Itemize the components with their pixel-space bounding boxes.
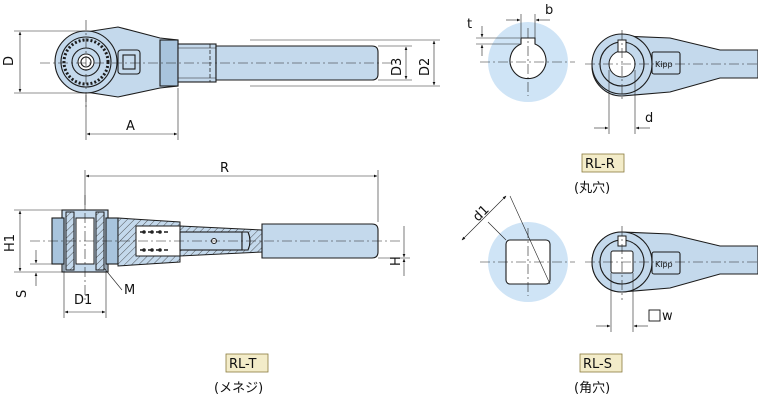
dim-R: R	[220, 161, 229, 176]
brand-label-rls: Kipp	[655, 260, 673, 269]
variant-rl-s-desc: (角穴)	[574, 381, 610, 396]
dim-D3: D3	[390, 58, 405, 76]
variant-rl-t-desc: (メネジ)	[214, 381, 263, 396]
variant-rl-r-desc: (丸穴)	[574, 181, 610, 196]
dim-D: D	[2, 56, 17, 66]
dim-d: d	[645, 111, 653, 126]
dim-H1: H1	[3, 234, 18, 252]
dim-t: t	[467, 17, 472, 32]
dim-d1: d1	[470, 203, 492, 225]
dim-M: M	[124, 283, 135, 298]
dim-D2: D2	[418, 58, 433, 76]
dim-S: S	[15, 290, 30, 298]
dim-A: A	[126, 119, 135, 134]
brand-label-rlr: Kipp	[655, 60, 673, 69]
variant-rl-t-code: RL-T	[229, 357, 257, 372]
plan-view: D A D3 D2	[2, 20, 440, 140]
dim-b: b	[545, 3, 553, 18]
dim-H: H	[389, 256, 404, 266]
rl-r-view: b t Kipp d RL-R (丸穴)	[467, 3, 758, 196]
section-view: R H1 S D1 M H	[3, 161, 410, 318]
dim-D1: D1	[74, 293, 92, 308]
rl-s-view: d1 Kipp w RL-S (角穴)	[461, 195, 758, 396]
dim-w: w	[662, 309, 673, 324]
variant-rl-s-code: RL-S	[583, 357, 612, 372]
rl-t-caption: RL-T (メネジ)	[214, 353, 269, 396]
variant-rl-r-code: RL-R	[585, 157, 615, 172]
